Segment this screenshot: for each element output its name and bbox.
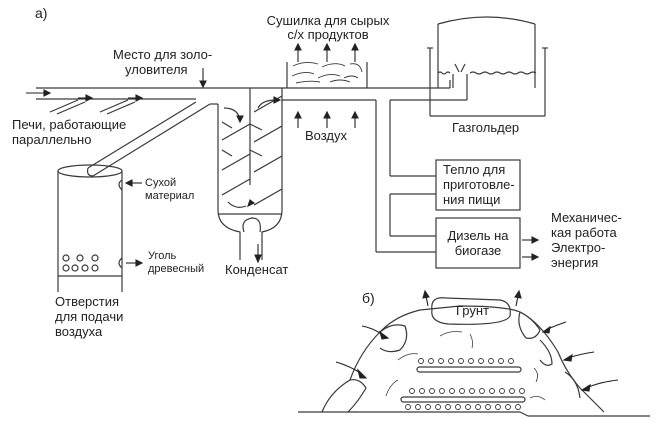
air-holes-label-1: Отверстия [55, 294, 120, 309]
mechanical-label-2: кая работа [551, 225, 617, 240]
dryer-label-2: с/х продуктов [287, 27, 369, 42]
furnace-pipe-1a [49, 99, 79, 113]
air-holes-label-3: воздуха [55, 324, 103, 339]
charcoal-pile [298, 297, 650, 417]
gasholder [427, 16, 548, 117]
furnaces-label-2: параллельно [12, 132, 92, 147]
dryer-label-1: Сушилка для сырых [266, 13, 390, 28]
dry-material-label-1: Сухой [145, 177, 177, 189]
air-holes-label-2: для подачи [55, 309, 124, 324]
dryer-contents [291, 61, 363, 84]
condenser-baffles [221, 95, 283, 206]
gasifier-pipe-lower [92, 103, 211, 177]
pile-holes [405, 358, 525, 410]
cooking-heat-box [435, 159, 521, 211]
cooking-heat-label-1: Тепло для [443, 162, 506, 177]
gasifier-pipe-upper [87, 101, 197, 169]
condensate-label: Конденсат [225, 262, 289, 277]
ash-catcher-label-1: Место для золо- [113, 47, 213, 62]
dry-material-label-2: материал [145, 190, 195, 202]
furnace-pipe-1b [56, 101, 86, 115]
ash-catcher-label-2: уловителя [125, 62, 188, 77]
diesel-label-2: биогазе [454, 243, 502, 258]
charcoal-label-2: древесный [148, 263, 205, 275]
electricity-label-1: Электро- [551, 240, 606, 255]
pile-texture [385, 331, 546, 401]
mechanical-label-1: Механичес- [551, 210, 622, 225]
furnace-pipe-2b [106, 101, 136, 115]
cooking-heat-label-3: ния пищи [443, 192, 501, 207]
cooking-heat-label-2: приготовле- [443, 177, 515, 192]
air-label: Воздух [305, 128, 348, 143]
gasholder-label: Газгольдер [452, 120, 520, 135]
charcoal-label-1: Уголь [148, 250, 177, 262]
diesel-label-1: Дизель на [447, 228, 509, 243]
air-holes [62, 254, 99, 272]
part-b-label: б) [362, 290, 375, 306]
arrows [26, 42, 619, 392]
electricity-label-2: энергия [551, 255, 599, 270]
charcoal-port [118, 257, 123, 269]
dry-material-port [118, 179, 123, 191]
diesel-box [435, 217, 521, 269]
pile-tubes [400, 366, 526, 403]
furnaces-label-1: Печи, работающие [12, 117, 127, 132]
soil-cap [431, 297, 511, 325]
part-a-label: а) [35, 5, 48, 21]
soil-label: Грунт [456, 303, 490, 318]
furnace-pipe-2a [99, 99, 129, 113]
